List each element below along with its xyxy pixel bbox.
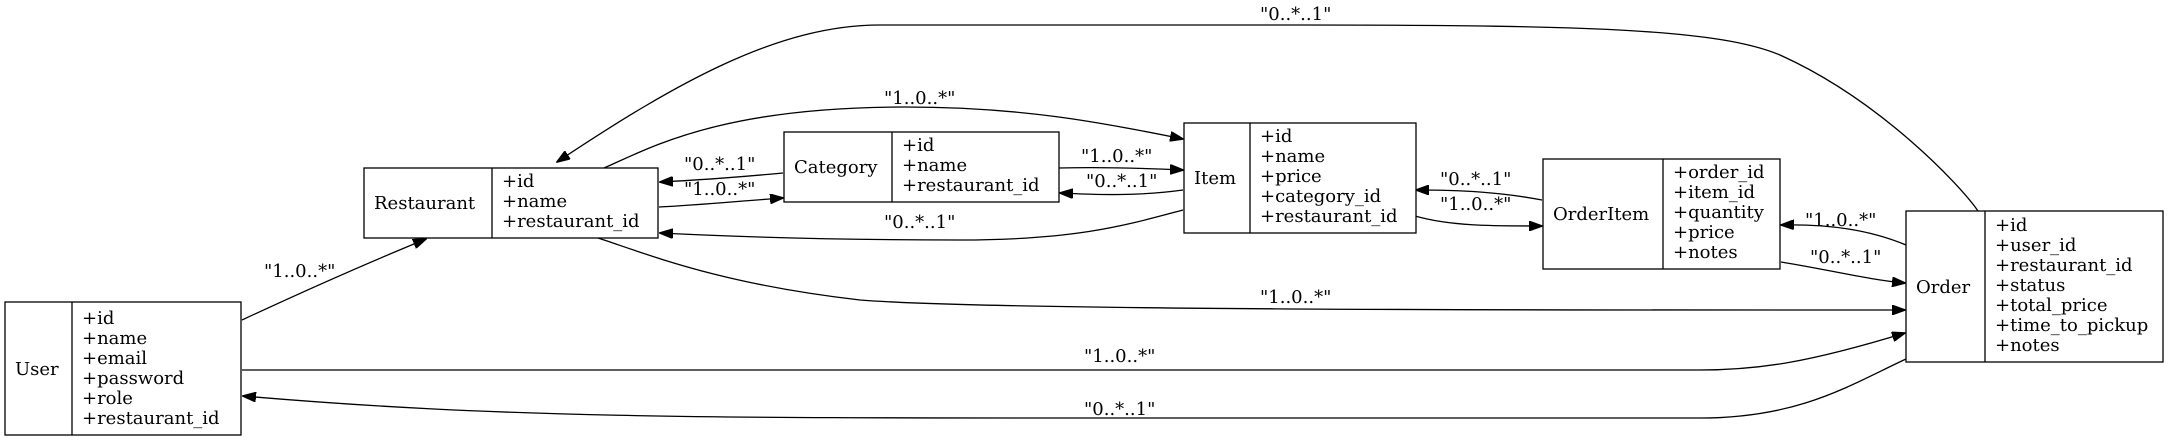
node-category-title: Category [794, 157, 878, 178]
node-restaurant-title: Restaurant [374, 193, 476, 214]
node-orderitem-field: +order_id [1673, 162, 1765, 183]
edge-order-restaurant [557, 24, 1979, 212]
edge-label-category-restaurant: "0..*..1" [684, 154, 755, 175]
edge-label-restaurant-order: "1..0..*" [1260, 287, 1331, 308]
edge-item-restaurant [660, 209, 1184, 241]
node-orderitem-field: +price [1673, 222, 1735, 243]
edge-label-item-category: "0..*..1" [1086, 171, 1157, 192]
edge-order-user [243, 358, 1907, 419]
node-restaurant-field: +id [502, 171, 534, 192]
edge-label-orderitem-item: "0..*..1" [1440, 169, 1511, 190]
node-orderitem-field: +quantity [1673, 202, 1765, 223]
node-item-field: +name [1260, 146, 1325, 167]
node-category-field: +restaurant_id [902, 175, 1040, 196]
node-user-field: +email [82, 348, 147, 369]
node-orderitem-field: +notes [1673, 242, 1738, 263]
node-restaurant[interactable]: Restaurant +id +name +restaurant_id [363, 167, 659, 239]
edge-user-order [242, 333, 1905, 371]
node-orderitem-field: +item_id [1673, 182, 1755, 203]
node-orderitem-title: OrderItem [1553, 204, 1649, 225]
node-item-field: +restaurant_id [1260, 206, 1398, 227]
edge-order-orderitem [1781, 225, 1907, 246]
node-order-field: +restaurant_id [1995, 255, 2133, 276]
node-item-title: Item [1194, 168, 1236, 189]
node-order-field: +time_to_pickup [1995, 315, 2148, 336]
node-category[interactable]: Category +id +name +restaurant_id [783, 131, 1060, 203]
edge-label-restaurant-item: "1..0..*" [884, 88, 955, 109]
node-user-field: +name [82, 328, 147, 349]
node-user-field: +id [82, 308, 114, 329]
node-order[interactable]: Order +id +user_id +restaurant_id +statu… [1905, 210, 2164, 363]
node-item-field: +price [1260, 166, 1322, 187]
edge-restaurant-order [597, 237, 1905, 310]
edge-orderitem-order [1780, 261, 1905, 283]
node-item-field: +id [1260, 126, 1292, 147]
edge-label-restaurant-category: "1..0..*" [684, 179, 755, 200]
node-user-field: +role [82, 388, 133, 409]
node-order-field: +total_price [1995, 295, 2108, 316]
node-order-field: +status [1995, 275, 2065, 296]
node-orderitem[interactable]: OrderItem +order_id +item_id +quantity +… [1542, 158, 1781, 270]
node-item-field: +category_id [1260, 186, 1381, 207]
node-user-field: +restaurant_id [82, 408, 220, 429]
edge-label-item-orderitem: "1..0..*" [1440, 194, 1511, 215]
edge-label-category-item: "1..0..*" [1081, 146, 1152, 167]
node-order-field: +user_id [1995, 235, 2076, 256]
edge-label-item-restaurant: "0..*..1" [884, 212, 955, 233]
edge-orderitem-item [1416, 190, 1543, 201]
node-category-field: +id [902, 135, 934, 156]
edge-label-order-restaurant: "0..*..1" [1260, 4, 1331, 25]
node-restaurant-field: +restaurant_id [502, 211, 640, 232]
edge-label-order-user: "0..*..1" [1084, 399, 1155, 420]
node-item[interactable]: Item +id +name +price +category_id +rest… [1183, 122, 1417, 234]
node-order-title: Order [1916, 277, 1971, 298]
edge-category-item [1058, 168, 1183, 170]
edge-label-orderitem-order: "0..*..1" [1810, 247, 1881, 268]
node-order-field: +id [1995, 215, 2027, 236]
edge-user-restaurant [241, 239, 426, 321]
edge-label-user-order: "1..0..*" [1084, 346, 1155, 367]
node-user[interactable]: User +id +name +email +password +role +r… [4, 301, 242, 436]
node-order-field: +notes [1995, 335, 2060, 356]
edge-label-user-restaurant: "1..0..*" [264, 261, 335, 282]
node-restaurant-field: +name [502, 191, 567, 212]
edge-item-orderitem [1414, 215, 1542, 226]
edges: "1..0..*" "1..0..*" "0..*..1" "1..0..*" … [241, 4, 1979, 420]
edge-item-category [1060, 190, 1184, 195]
edge-label-order-orderitem: "1..0..*" [1805, 210, 1876, 231]
edge-restaurant-item [603, 106, 1183, 169]
node-category-field: +name [902, 155, 967, 176]
edge-category-restaurant [660, 172, 784, 182]
edge-restaurant-category [658, 198, 783, 208]
node-user-title: User [15, 359, 59, 380]
node-user-field: +password [82, 368, 184, 389]
